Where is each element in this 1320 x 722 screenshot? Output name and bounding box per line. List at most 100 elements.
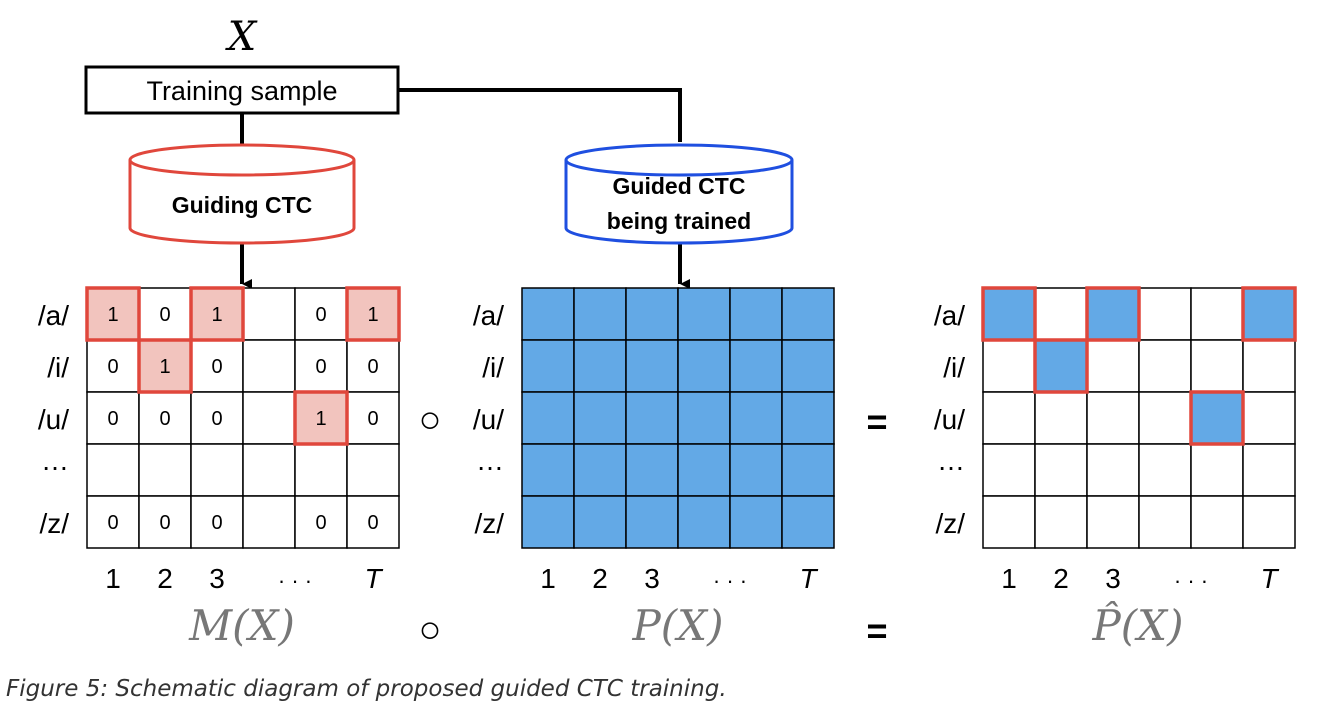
cell-value: 0 bbox=[211, 356, 222, 378]
matrix-cell bbox=[521, 391, 575, 445]
row-label: … bbox=[476, 445, 504, 476]
highlight-border bbox=[1033, 338, 1089, 394]
matrix-cell bbox=[1190, 287, 1244, 341]
cell-value: 0 bbox=[159, 512, 170, 534]
column-label: 1 bbox=[540, 563, 556, 594]
column-label: 1 bbox=[105, 563, 121, 594]
cell-value: 1 bbox=[211, 304, 222, 326]
matrix-cell bbox=[677, 495, 731, 549]
matrix-cell bbox=[1138, 287, 1192, 341]
result-matrix-title: P̂(X) bbox=[1092, 599, 1184, 650]
training-sample-label: Training sample bbox=[146, 76, 337, 106]
matrix-cell bbox=[781, 287, 835, 341]
column-label: T bbox=[799, 563, 818, 594]
matrix-cell bbox=[1034, 287, 1088, 341]
guiding-ctc-cylinder bbox=[128, 143, 356, 245]
matrix-cell bbox=[625, 391, 679, 445]
matrix-cell bbox=[573, 443, 627, 497]
matrix-cell bbox=[982, 287, 1036, 341]
cell-value: 0 bbox=[107, 512, 118, 534]
matrix-cell bbox=[1086, 287, 1140, 341]
matrix-cell bbox=[521, 339, 575, 393]
matrix-cell bbox=[729, 339, 783, 393]
matrix-cell bbox=[1034, 443, 1088, 497]
cell-value: 0 bbox=[107, 356, 118, 378]
matrix-cell bbox=[625, 339, 679, 393]
row-label: /u/ bbox=[473, 404, 504, 435]
matrix-cell bbox=[1034, 391, 1088, 445]
matrix-cell bbox=[294, 443, 348, 497]
cell-value: 0 bbox=[315, 512, 326, 534]
matrix-cell bbox=[242, 339, 296, 393]
matrix-cell bbox=[138, 443, 192, 497]
guided-ctc-cylinder bbox=[564, 143, 794, 245]
matrix-cell bbox=[242, 495, 296, 549]
matrix-cell bbox=[521, 443, 575, 497]
cell-value: 1 bbox=[315, 408, 326, 430]
column-label: · · · bbox=[278, 568, 312, 593]
matrix-cell bbox=[190, 443, 244, 497]
column-label: 2 bbox=[592, 563, 608, 594]
row-label: /a/ bbox=[934, 300, 965, 331]
mask-matrix-title: M(X) bbox=[188, 601, 295, 650]
cell-value: 0 bbox=[107, 408, 118, 430]
highlight-border bbox=[345, 286, 401, 342]
matrix-cell bbox=[346, 339, 400, 393]
matrix-cell bbox=[346, 287, 400, 341]
hadamard-operator: ○ bbox=[419, 399, 442, 441]
posterior-matrix-title: P(X) bbox=[632, 601, 724, 650]
cell-value: 0 bbox=[159, 408, 170, 430]
equation-equals-operator: = bbox=[866, 610, 887, 651]
cell-value: 1 bbox=[367, 304, 378, 326]
matrix-cell bbox=[625, 495, 679, 549]
matrix-cell bbox=[677, 287, 731, 341]
matrix-cell bbox=[1242, 443, 1296, 497]
cell-value: 1 bbox=[107, 304, 118, 326]
matrix-cell bbox=[982, 391, 1036, 445]
cell-value: 0 bbox=[367, 356, 378, 378]
column-label: T bbox=[1260, 563, 1279, 594]
matrix-cell bbox=[1138, 391, 1192, 445]
highlight-border bbox=[981, 286, 1037, 342]
column-label: 1 bbox=[1001, 563, 1017, 594]
matrix-cell bbox=[625, 443, 679, 497]
matrix-cell bbox=[86, 391, 140, 445]
column-label: 2 bbox=[1053, 563, 1069, 594]
matrix-cell bbox=[190, 391, 244, 445]
matrix-cell bbox=[573, 339, 627, 393]
matrix-cell bbox=[677, 339, 731, 393]
matrix-cell bbox=[625, 287, 679, 341]
matrix-cell bbox=[677, 391, 731, 445]
matrix-cell bbox=[1034, 339, 1088, 393]
highlight-border bbox=[293, 390, 349, 446]
matrix-cell bbox=[1190, 339, 1244, 393]
matrix-cell bbox=[781, 443, 835, 497]
matrix-cell bbox=[346, 495, 400, 549]
column-label: · · · bbox=[713, 568, 747, 593]
highlight-border bbox=[137, 338, 193, 394]
guided-ctc-label-line1: Guided CTC bbox=[613, 173, 746, 199]
matrix-cell bbox=[1242, 339, 1296, 393]
cell-value: 1 bbox=[159, 356, 170, 378]
highlight-border bbox=[1189, 390, 1245, 446]
row-label: … bbox=[937, 445, 965, 476]
input-symbol: X bbox=[225, 14, 258, 60]
matrix-cell bbox=[190, 495, 244, 549]
matrix-cell bbox=[294, 287, 348, 341]
matrix-cell bbox=[1086, 443, 1140, 497]
column-label: 3 bbox=[644, 563, 660, 594]
highlight-border bbox=[1241, 286, 1297, 342]
matrix-cell bbox=[729, 443, 783, 497]
matrix-cell bbox=[1086, 339, 1140, 393]
matrix-cell bbox=[729, 287, 783, 341]
highlight-border bbox=[1085, 286, 1141, 342]
matrix-cell bbox=[573, 287, 627, 341]
matrix-cell bbox=[138, 339, 192, 393]
matrix-cell bbox=[1242, 287, 1296, 341]
cell-value: 0 bbox=[211, 512, 222, 534]
matrix-cell bbox=[242, 287, 296, 341]
matrix-cell bbox=[138, 495, 192, 549]
row-label: /u/ bbox=[38, 404, 69, 435]
